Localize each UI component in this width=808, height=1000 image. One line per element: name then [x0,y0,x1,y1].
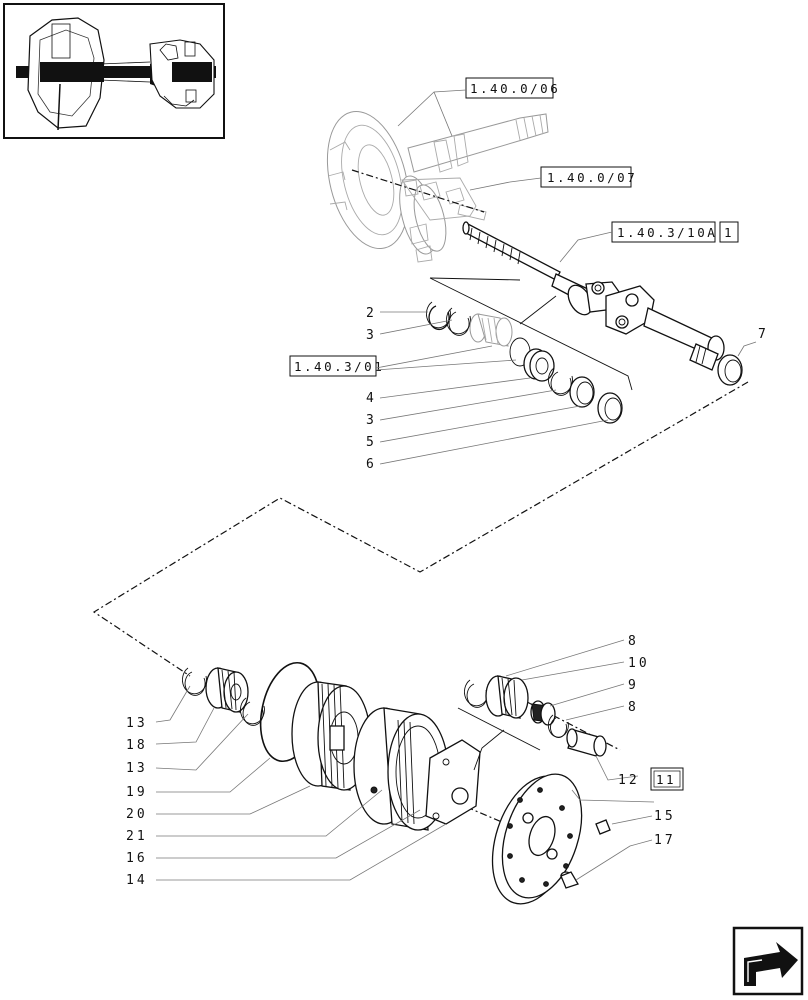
callout-19: 19 [126,785,148,800]
callout-4: 4 [366,391,377,406]
ref-leader-2 [469,177,542,191]
callout-8a: 8 [628,634,639,649]
bolt-15 [595,819,611,835]
callout-14: 14 [126,873,148,888]
upper-callouts: 2 3 4 3 5 6 7 [366,306,769,472]
plate-14 [425,739,481,825]
ref-leader-1b [433,91,453,137]
callout-7: 7 [758,327,769,342]
ref-label-5: 11 [656,772,676,787]
axle-shaft [462,221,725,371]
cover-hub [491,773,583,905]
callout-3b: 3 [366,413,377,428]
group-bracket-top [429,277,521,281]
callout-18: 18 [126,738,148,753]
snap-ring-8-top [464,679,489,708]
right-callouts: 8 10 9 8 12 15 17 [618,634,676,848]
callout-20: 20 [126,807,148,822]
callout-12: 12 [618,773,640,788]
ref-box-2[interactable]: 1.40.0/07 [540,166,637,188]
seal-5 [569,376,595,408]
callout-10: 10 [628,656,650,671]
callout-16: 16 [126,851,148,866]
pin-17 [560,871,579,889]
callout-5: 5 [366,435,377,450]
callout-9: 9 [628,678,639,693]
ref-label-3-suffix: 1 [724,225,734,240]
shim-sleeve [469,313,513,347]
ref-box-3[interactable]: 1.40.3/10A 1 [611,221,739,243]
ref-label-2: 1.40.0/07 [547,170,637,185]
ref-leader-3 [559,231,613,263]
pinion-gear-18 [205,667,249,713]
ref-box-4[interactable]: 1.40.3/01 [289,355,384,377]
callout-13b: 13 [126,761,148,776]
bearing-4 [523,348,555,382]
axle-assembly-thumbnail[interactable] [3,3,225,139]
axis-line-1 [351,169,485,213]
seal-6 [597,392,623,424]
callout-6: 6 [366,457,377,472]
callout-3a: 3 [366,328,377,343]
callout-13a: 13 [126,716,148,731]
group-bracket [429,277,633,391]
snap-ring-13-right [240,697,265,726]
snap-ring-13-left [182,667,207,696]
group-v-1 [457,707,541,751]
ref-label-1: 1.40.0/06 [470,81,560,96]
left-callouts: 13 18 13 19 20 21 16 14 [126,716,148,888]
bearing-9 [530,700,556,726]
ref-leader-1 [397,89,467,127]
seal-7 [717,354,743,386]
ref-box-1[interactable]: 1.40.0/06 [465,77,560,99]
differential-ghost [326,110,549,263]
snap-ring-8-bottom [547,714,569,738]
next-page-arrow-icon[interactable] [732,926,804,996]
callout-8b: 8 [628,700,639,715]
ref-label-4: 1.40.3/01 [294,359,384,374]
callout-15: 15 [654,809,676,824]
assembly-path-line [92,381,749,677]
callout-21: 21 [126,829,148,844]
callout-2: 2 [366,306,377,321]
group-v-2 [473,729,505,771]
ref-label-3: 1.40.3/10A [617,225,717,240]
shaft-12 [566,728,607,757]
gear-10 [485,675,529,719]
callout-17: 17 [654,833,676,848]
ref-box-5[interactable]: 11 [650,767,684,791]
group-bracket-link [519,295,557,325]
